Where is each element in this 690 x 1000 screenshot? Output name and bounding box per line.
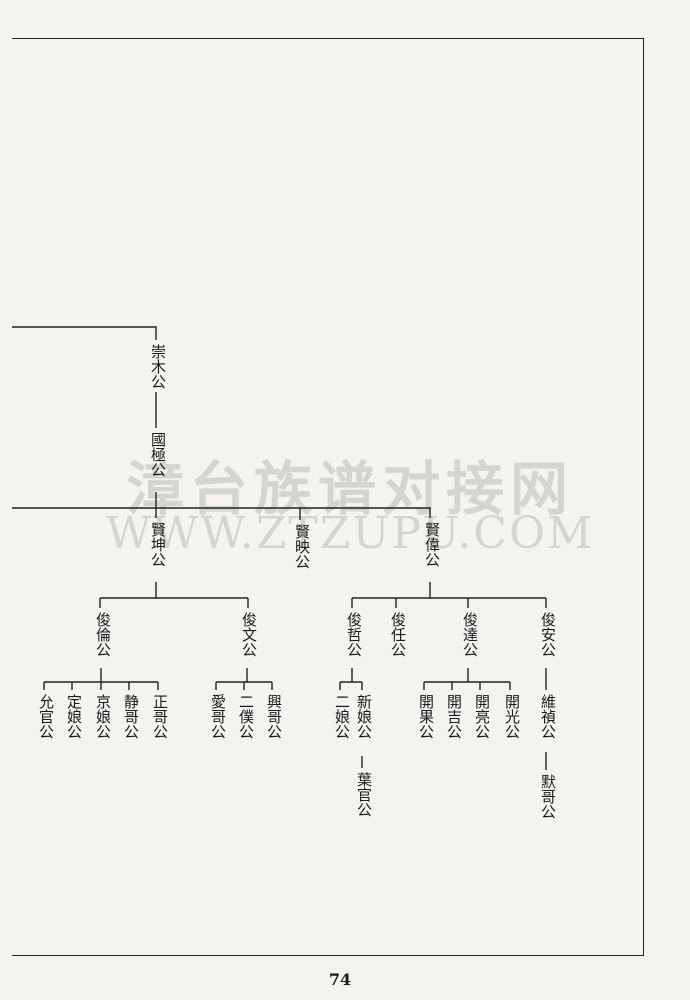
- connector-xian-bar: [12, 507, 431, 518]
- node-erpu: 二僕公: [237, 694, 255, 739]
- node-junlun: 俊倫公: [94, 612, 112, 657]
- node-aige: 愛哥公: [209, 694, 227, 739]
- connector-junwen-children: [215, 668, 273, 690]
- watermark-chinese: 漳台族谱对接网: [125, 455, 574, 523]
- node-junda: 俊達公: [461, 612, 479, 657]
- page-number: 74: [328, 970, 352, 989]
- node-xiankun: 賢坤公: [149, 522, 167, 567]
- connector-junzhe-children: [339, 668, 363, 690]
- node-junzhe: 俊哲公: [345, 612, 363, 657]
- node-erniang: 二娘公: [333, 694, 351, 739]
- node-dingniang: 定娘公: [65, 694, 83, 739]
- watermark-english: WWW.ZTZUPU.COM: [105, 508, 595, 559]
- connector-xiankun-children: [99, 582, 249, 608]
- node-kaiguang: 開光公: [503, 694, 521, 739]
- node-zhengge: 正哥公: [151, 694, 169, 739]
- connector-chongmu: [12, 326, 157, 340]
- node-weizhen: 維禎公: [539, 694, 557, 739]
- node-xinniang: 新娘公: [355, 694, 373, 739]
- page-frame: [12, 38, 644, 956]
- node-kaiji: 開吉公: [445, 694, 463, 739]
- node-jingniang: 京娘公: [94, 694, 112, 739]
- node-xianying: 賢映公: [293, 524, 311, 569]
- node-kailiang: 開亮公: [473, 694, 491, 739]
- node-moge: 默哥公: [539, 774, 557, 819]
- node-kaiguo: 開果公: [417, 694, 435, 739]
- node-junren: 俊任公: [389, 612, 407, 657]
- node-yunguan: 允官公: [37, 694, 55, 739]
- node-xianwei: 賢偉公: [423, 522, 441, 567]
- node-chongmu: 崇木公: [149, 344, 167, 389]
- connector-junda-children: [423, 668, 511, 690]
- node-xingge: 興哥公: [265, 694, 283, 739]
- node-junan: 俊安公: [539, 612, 557, 657]
- node-junwen: 俊文公: [240, 612, 258, 657]
- node-yeguan: 葉官公: [355, 772, 373, 817]
- connector-junlun-children: [43, 668, 159, 690]
- node-jingge: 静哥公: [122, 694, 140, 739]
- node-guoji: 國極公: [149, 432, 167, 477]
- connector-xianwei-children: [351, 582, 547, 608]
